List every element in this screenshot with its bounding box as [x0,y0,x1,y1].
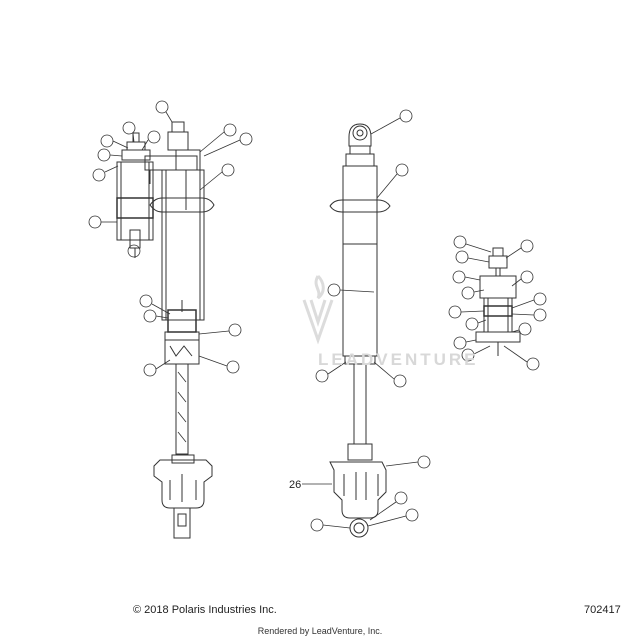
copyright-text: © 2018 Polaris Industries Inc. [133,604,277,616]
callout-label: 26 [289,479,302,491]
center-shock-assembly [329,123,391,538]
rendered-by-text: Rendered by LeadVenture, Inc. [257,626,383,636]
leadventure-logo-icon [302,274,334,345]
callout-bubbles [88,100,547,532]
left-shock-assembly [116,121,215,539]
watermark-text: LEADVENTURE [318,350,479,369]
part-number: 702417 [584,604,621,616]
right-valve-assembly [475,247,521,356]
